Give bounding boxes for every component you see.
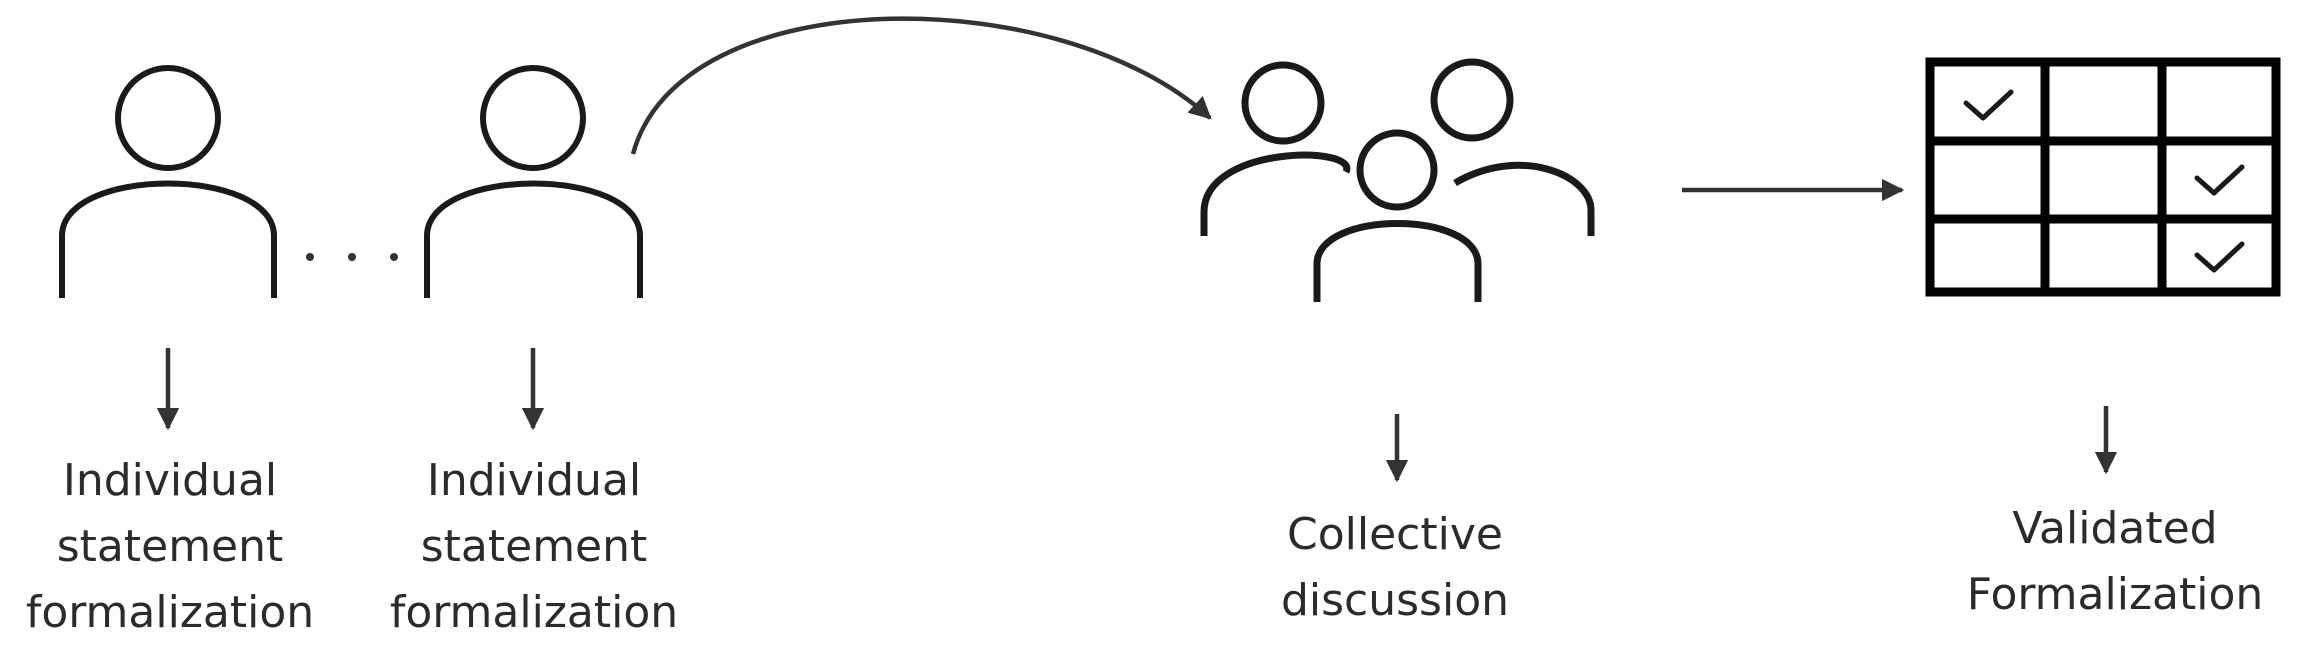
- collective-discussion-label: Collective discussion: [1245, 502, 1545, 634]
- label-line: statement: [420, 521, 648, 572]
- ellipsis-icon: [306, 253, 398, 261]
- label-line: Collective: [1287, 509, 1503, 560]
- individual-formalization-label-2: Individual statement formalization: [384, 448, 684, 646]
- label-line: Formalization: [1966, 569, 2264, 620]
- label-line: discussion: [1280, 575, 1510, 626]
- checkmark-icon: [2194, 241, 2245, 273]
- label-line: Validated: [2012, 503, 2218, 554]
- label-line: Individual: [62, 455, 278, 506]
- label-line: formalization: [25, 587, 315, 638]
- curved-arrow-icon: [630, 16, 1212, 155]
- group-icon: [1200, 58, 1595, 302]
- checklist-grid-icon: [1925, 57, 2281, 297]
- checkmark-icon: [1963, 89, 2014, 121]
- checkmark-icon: [2194, 164, 2245, 196]
- validated-formalization-label: Validated Formalization: [1955, 496, 2275, 628]
- person-icon: [424, 65, 643, 298]
- label-line: formalization: [389, 587, 679, 638]
- label-line: statement: [56, 521, 284, 572]
- label-line: Individual: [426, 455, 642, 506]
- individual-formalization-label-1: Individual statement formalization: [20, 448, 320, 646]
- person-icon: [59, 65, 277, 298]
